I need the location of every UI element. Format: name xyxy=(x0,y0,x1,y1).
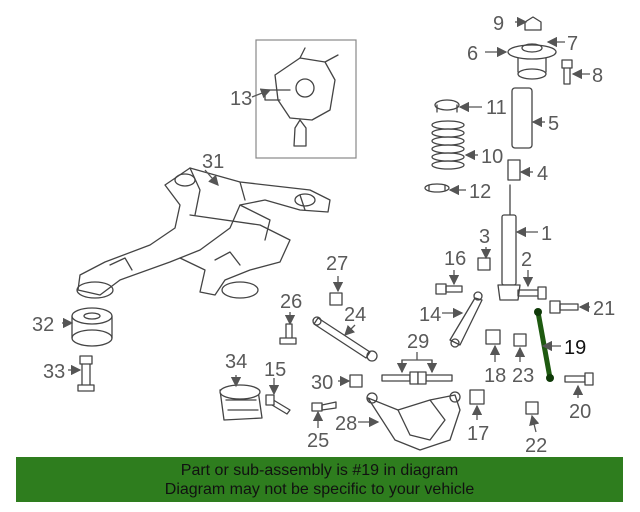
callout-30: 30 xyxy=(311,372,333,394)
callout-32: 32 xyxy=(32,314,54,336)
part-19-highlighted-link xyxy=(534,308,554,382)
part-25-bolt xyxy=(311,401,337,412)
part-10-coil-spring xyxy=(431,120,465,170)
callout-24: 24 xyxy=(344,304,366,326)
callout-21: 21 xyxy=(593,298,615,320)
leader-lines xyxy=(62,16,590,433)
part-23-nut xyxy=(513,333,527,347)
part-32-bushing xyxy=(71,307,113,347)
part-21-bolt xyxy=(549,300,579,314)
callout-2: 2 xyxy=(521,249,532,271)
part-29-bolts xyxy=(381,371,453,385)
part-26-bolt xyxy=(279,323,297,345)
callout-26: 26 xyxy=(280,291,302,313)
part-8-bolt xyxy=(561,59,573,85)
part-30-nut xyxy=(349,374,363,388)
part-15-bolt xyxy=(265,394,291,415)
callout-23: 23 xyxy=(512,365,534,387)
part-33-bolt xyxy=(77,355,95,392)
banner-line-part: Part or sub-assembly is #19 in diagram xyxy=(180,462,459,479)
callout-1: 1 xyxy=(541,223,552,245)
callout-15: 15 xyxy=(264,359,286,381)
callout-22: 22 xyxy=(525,435,547,455)
parts-diagram: 9 7 6 8 5 11 10 12 4 1 3 2 16 14 21 19 1… xyxy=(32,13,615,455)
callout-18: 18 xyxy=(484,365,506,387)
part-18-bushing xyxy=(485,329,501,345)
callout-31: 31 xyxy=(202,151,224,173)
callout-3: 3 xyxy=(479,226,490,248)
part-34-bushing xyxy=(219,384,263,421)
info-banner: Part or sub-assembly is #19 in diagram D… xyxy=(16,457,623,502)
callout-7: 7 xyxy=(567,33,578,55)
part-9-nut xyxy=(524,16,542,31)
callout-27: 27 xyxy=(326,253,348,275)
part-1-shock-absorber xyxy=(497,184,521,301)
part-6-7-upper-mount xyxy=(507,43,557,80)
part-5-dust-boot xyxy=(511,87,533,149)
part-3-nut xyxy=(477,257,491,271)
part-31-crossmember xyxy=(76,167,331,299)
callout-10: 10 xyxy=(481,146,503,168)
part-2-bolt xyxy=(517,286,547,300)
callout-14: 14 xyxy=(419,304,441,326)
callout-11: 11 xyxy=(486,97,507,119)
callout-19: 19 xyxy=(564,337,586,359)
part-13-knuckle-inset xyxy=(255,39,357,159)
part-20-bolt xyxy=(564,372,594,386)
callout-12: 12 xyxy=(469,181,491,203)
callout-6: 6 xyxy=(467,43,478,65)
callout-20: 20 xyxy=(569,401,591,423)
callout-8: 8 xyxy=(592,65,603,87)
part-27-nut xyxy=(329,292,343,306)
callout-4: 4 xyxy=(537,163,548,185)
part-24-lateral-link xyxy=(312,316,378,362)
part-22-nut xyxy=(525,401,539,415)
callout-28: 28 xyxy=(335,413,357,435)
callout-13: 13 xyxy=(230,88,252,110)
callout-16: 16 xyxy=(444,248,466,270)
part-17-bushing xyxy=(469,389,485,405)
part-4-bumper xyxy=(507,159,521,181)
part-16-bolt xyxy=(435,283,463,295)
banner-line-disclaimer: Diagram may not be specific to your vehi… xyxy=(164,481,475,498)
callout-labels: 9 7 6 8 5 11 10 12 4 1 3 2 16 14 21 19 1… xyxy=(32,13,615,455)
callout-34: 34 xyxy=(225,351,247,373)
part-11-spring-seat xyxy=(434,99,460,113)
callout-25: 25 xyxy=(307,430,329,452)
callout-17: 17 xyxy=(467,423,489,445)
callout-33: 33 xyxy=(43,361,65,383)
part-12-spring-isolator xyxy=(424,183,450,193)
callout-9: 9 xyxy=(493,13,504,35)
callout-5: 5 xyxy=(548,113,559,135)
part-28-lower-control-arm xyxy=(366,391,461,451)
callout-29: 29 xyxy=(407,331,429,353)
part-14-link xyxy=(449,291,483,348)
